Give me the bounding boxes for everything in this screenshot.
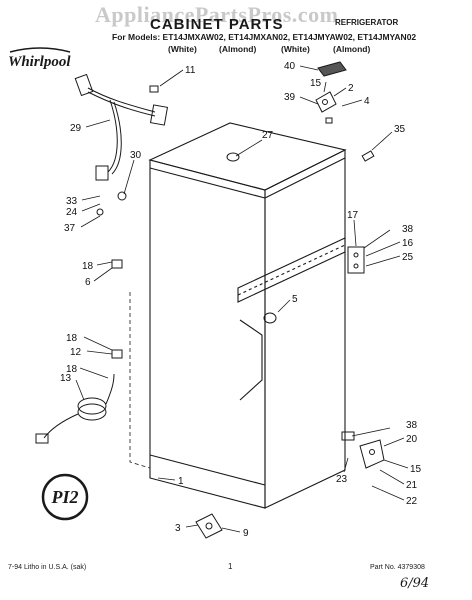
page-number: 1 xyxy=(228,562,233,571)
callout-38-lower: 38 xyxy=(406,420,418,431)
leveling-leg xyxy=(195,513,223,539)
small-fasteners xyxy=(96,85,375,441)
page-subtitle: REFRIGERATOR xyxy=(335,18,399,27)
callout-27: 27 xyxy=(262,130,274,141)
callout-40: 40 xyxy=(284,61,296,72)
callout-6: 6 xyxy=(85,277,91,288)
model-color: (Almond) xyxy=(219,44,257,54)
cabinet-back-panel xyxy=(129,292,151,469)
callout-33: 33 xyxy=(66,196,78,207)
callout-30: 30 xyxy=(130,150,142,161)
callout-18-middle: 18 xyxy=(66,333,78,344)
callout-23: 23 xyxy=(336,474,348,485)
center-hinge xyxy=(347,246,365,274)
callout-11: 11 xyxy=(185,65,196,76)
top-hinge xyxy=(315,61,347,113)
callout-12: 12 xyxy=(70,347,82,358)
callout-3: 3 xyxy=(175,523,181,534)
callout-5: 5 xyxy=(292,294,298,305)
part-number: Part No. 4379308 xyxy=(370,564,425,571)
logo-swoosh-icon xyxy=(9,47,71,53)
callout-25: 25 xyxy=(402,252,414,263)
callout-18-lower: 18 xyxy=(66,364,78,375)
callout-18-upper: 18 xyxy=(82,261,94,272)
callout-39: 39 xyxy=(284,92,296,103)
model-number: ET14JMXAN02, xyxy=(228,32,291,42)
callout-leaders xyxy=(75,65,409,533)
callout-9: 9 xyxy=(243,528,249,539)
whirlpool-logo: Whirlpool xyxy=(8,54,71,70)
wiring-harness xyxy=(74,73,169,181)
callout-24: 24 xyxy=(66,207,78,218)
pi2-stamp: PI2 xyxy=(41,473,89,521)
models-prefix: For Models: xyxy=(112,32,161,42)
callout-22: 22 xyxy=(406,496,418,507)
callout-15-bottom: 15 xyxy=(410,464,422,475)
model-color: (White) xyxy=(168,44,197,54)
power-cord xyxy=(35,373,115,444)
callout-4: 4 xyxy=(364,96,370,107)
callout-37: 37 xyxy=(64,223,76,234)
callout-35: 35 xyxy=(394,124,406,135)
model-color: (White) xyxy=(281,44,310,54)
callout-17: 17 xyxy=(347,210,359,221)
print-info: 7-94 Litho in U.S.A. (sak) xyxy=(8,564,87,571)
bottom-hinge xyxy=(359,439,385,469)
model-list: For Models: ET14JMXAW02, ET14JMXAN02, ET… xyxy=(112,32,416,42)
svg-text:PI2: PI2 xyxy=(51,487,79,507)
page-title: CABINET PARTS xyxy=(150,16,284,33)
callout-1: 1 xyxy=(178,476,184,487)
callout-16: 16 xyxy=(402,238,414,249)
callout-38-upper: 38 xyxy=(402,224,414,235)
model-number: ET14JMYAN02 xyxy=(357,32,417,42)
callout-13: 13 xyxy=(60,373,72,384)
callout-2: 2 xyxy=(348,83,354,94)
callout-29: 29 xyxy=(70,123,82,134)
callout-21: 21 xyxy=(406,480,418,491)
model-number: ET14JMYAW02, xyxy=(292,32,356,42)
callout-labels: 1 2 3 4 5 6 9 11 12 13 15 15 16 17 18 18… xyxy=(60,61,422,539)
refrigerator-cabinet xyxy=(148,122,347,509)
callout-20: 20 xyxy=(406,434,418,445)
handwritten-date: 6/94 xyxy=(400,576,430,591)
callout-15-top: 15 xyxy=(310,78,322,89)
watermark-text: AppliancePartsPros.com xyxy=(95,2,339,27)
model-color: (Almond) xyxy=(333,44,371,54)
model-number: ET14JMXAW02, xyxy=(162,32,226,42)
